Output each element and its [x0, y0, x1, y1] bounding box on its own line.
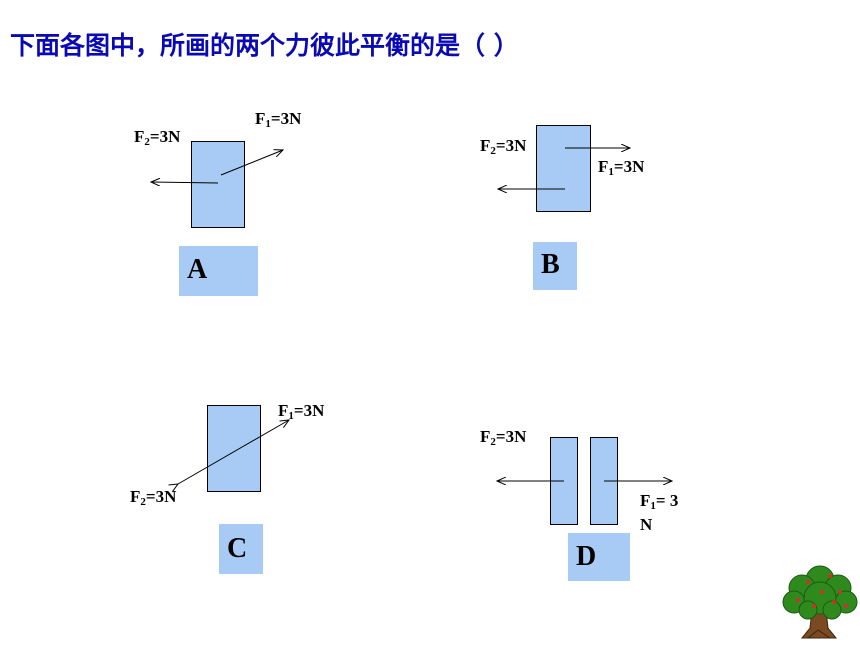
diagram-c-f1-label: F1=3N	[278, 401, 325, 422]
option-a-label-box[interactable]: A	[179, 246, 258, 296]
tree-icon[interactable]	[778, 562, 860, 642]
diagram-a-block	[191, 141, 245, 228]
diagram-b-block	[536, 125, 591, 212]
diagram-b-f1-label: F1=3N	[598, 157, 645, 178]
option-d-label: D	[576, 541, 597, 572]
diagram-a-f1-arrow	[220, 150, 283, 176]
diagram-d-f1-label: F1= 3	[640, 491, 679, 512]
option-a-label: A	[187, 254, 208, 285]
option-b-label: B	[541, 249, 560, 280]
diagram-a-f2-label: F2=3N	[134, 127, 181, 148]
diagram-d-f1-label-line2: N	[640, 515, 653, 534]
question-text: 下面各图中，所画的两个力彼此平衡的是（ ）	[10, 31, 519, 60]
diagram-c-force-line	[178, 420, 289, 484]
option-b-label-box[interactable]: B	[533, 242, 577, 290]
option-c-label-box[interactable]: C	[219, 524, 263, 574]
diagram-a-f2-arrow	[151, 182, 219, 183]
diagram-b-f2-label: F2=3N	[480, 136, 527, 157]
option-c-label: C	[227, 533, 248, 564]
diagram-a-f1-label: F1=3N	[255, 109, 302, 130]
diagram-c-f2-label: F2=3N	[130, 487, 177, 508]
option-d-label-box[interactable]: D	[568, 533, 630, 581]
diagram-d-f2-label: F2=3N	[480, 427, 527, 448]
